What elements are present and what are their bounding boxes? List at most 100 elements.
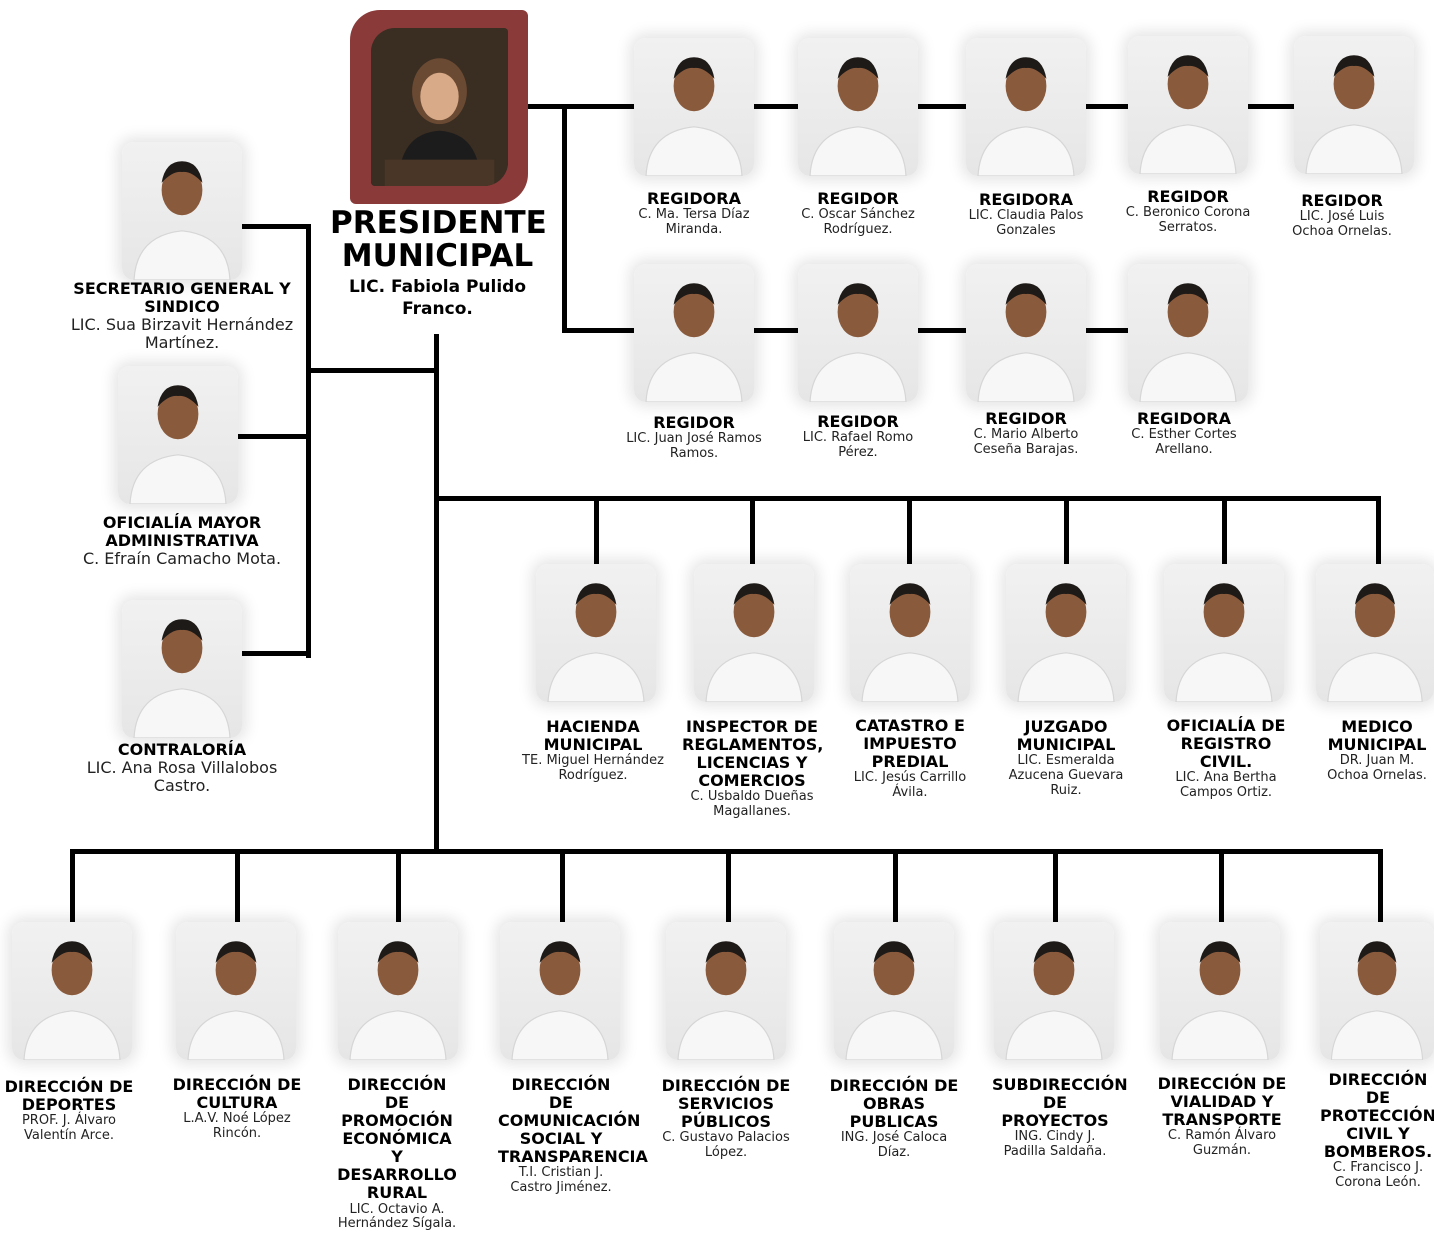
person-silhouette — [977, 57, 1075, 176]
connector-line — [70, 849, 75, 923]
person-name: ING. Cindy J. Padilla Saldaña. — [1003, 1129, 1107, 1159]
person-name: ING. José Caloca Díaz. — [840, 1130, 948, 1160]
position-caption: SUBDIRECCIÓN DE PROYECTOS ING. Cindy J. … — [992, 1075, 1128, 1160]
person-silhouette — [977, 283, 1075, 402]
person-name: LIC. Juan José Ramos Ramos. — [626, 431, 762, 461]
position-caption: REGIDOR LIC. Rafael Romo Pérez. — [788, 412, 928, 460]
person-photo — [634, 264, 754, 402]
position-title: DIRECCIÓN DE COMUNICACIÓN SOCIAL Y TRANS… — [498, 1075, 648, 1167]
person-photo — [122, 142, 242, 280]
person-name: C. Oscar Sánchez Rodríguez. — [801, 207, 915, 237]
position-title: REGIDOR — [985, 409, 1067, 428]
position-caption: INSPECTOR DE REGLAMENTOS, LICENCIAS Y CO… — [682, 717, 823, 820]
person-photo — [666, 922, 786, 1060]
person-silhouette — [1330, 941, 1424, 1060]
connector-line — [238, 434, 310, 439]
person-name: LIC. Esmeralda Azucena Guevara Ruiz. — [1008, 753, 1124, 798]
person-name: LIC. Ana Rosa Villalobos Castro. — [86, 758, 278, 796]
person-photo — [1164, 564, 1284, 702]
person-silhouette — [677, 941, 775, 1060]
connector-line — [594, 496, 599, 566]
position-caption: REGIDOR C. Oscar Sánchez Rodríguez. — [788, 189, 928, 237]
connector-line — [893, 849, 898, 923]
connector-line — [242, 224, 310, 229]
connector-line — [907, 496, 912, 566]
person-photo — [1316, 564, 1434, 702]
person-silhouette — [187, 941, 285, 1060]
president-name: LIC. Fabiola Pulido Franco. — [348, 276, 527, 320]
connector-line — [1378, 849, 1383, 923]
person-photo — [1128, 264, 1248, 402]
position-caption: OFICIALÍA MAYOR ADMINISTRATIVA C. Efraín… — [62, 513, 302, 569]
position-title: JUZGADO MUNICIPAL — [1016, 717, 1116, 755]
person-photo — [694, 564, 814, 702]
person-photo — [338, 922, 458, 1060]
person-photo — [1006, 564, 1126, 702]
person-silhouette — [349, 941, 447, 1060]
person-name: PROF. J. Álvaro Valentín Arce. — [21, 1113, 117, 1143]
person-name: DR. Juan M. Ochoa Ornelas. — [1327, 753, 1427, 783]
person-silhouette — [1175, 583, 1273, 702]
position-title: SECRETARIO GENERAL Y SINDICO — [73, 279, 291, 317]
position-title: REGIDORA — [1137, 409, 1231, 428]
person-name: C. Usbaldo Dueñas Magallanes. — [690, 789, 814, 819]
person-name: C. Francisco J. Corona León. — [1332, 1160, 1424, 1191]
person-photo — [118, 366, 238, 504]
position-title: REGIDORA — [979, 190, 1073, 209]
position-caption: DIRECCIÓN DE OBRAS PUBLICAS ING. José Ca… — [828, 1076, 960, 1161]
position-title: DIRECCIÓN DE CULTURA — [172, 1075, 302, 1113]
person-silhouette — [645, 57, 743, 176]
person-photo — [850, 564, 970, 702]
person-photo — [798, 264, 918, 402]
person-photo — [966, 264, 1086, 402]
person-name: LIC. Ana Bertha Campos Ortiz. — [1175, 770, 1277, 800]
position-title: DIRECCIÓN DE PROMOCIÓN ECONÓMICA Y DESAR… — [337, 1075, 457, 1203]
position-caption: REGIDOR C. Mario Alberto Ceseña Barajas. — [956, 409, 1096, 457]
person-silhouette — [1327, 583, 1423, 702]
person-name: LIC. Claudia Palos Gonzales — [968, 208, 1084, 238]
person-silhouette — [1305, 55, 1403, 174]
person-name: LIC. Sua Birzavit Hernández Martínez. — [70, 315, 294, 353]
position-title: REGIDORA — [647, 189, 741, 208]
person-name: C. Ma. Tersa Díaz Miranda. — [638, 207, 750, 237]
president-title: PRESIDENTE MUNICIPAL — [330, 205, 547, 275]
connector-line — [396, 849, 401, 923]
person-silhouette — [705, 583, 803, 702]
person-silhouette — [1139, 55, 1237, 174]
person-silhouette — [129, 385, 227, 504]
person-name: C. Ramón Álvaro Guzmán. — [1167, 1128, 1277, 1158]
connector-line — [560, 849, 565, 923]
position-title: OFICIALÍA DE REGISTRO CIVIL. — [1166, 716, 1286, 772]
person-photo — [1160, 922, 1280, 1060]
position-caption: DIRECCIÓN DE PROMOCIÓN ECONÓMICA Y DESAR… — [334, 1075, 460, 1232]
connector-line — [1376, 496, 1381, 566]
position-caption: DIRECCIÓN DE VIALIDAD Y TRANSPORTE C. Ra… — [1156, 1074, 1288, 1159]
person-photo — [966, 38, 1086, 176]
person-name: C. Beronico Corona Serratos. — [1125, 205, 1251, 235]
position-title: CONTRALORÍA — [117, 740, 247, 759]
person-name: C. Efraín Camacho Mota. — [82, 549, 282, 569]
person-silhouette — [845, 941, 943, 1060]
person-silhouette — [133, 161, 231, 280]
person-silhouette — [809, 57, 907, 176]
position-title: REGIDOR — [817, 412, 899, 431]
position-caption: HACIENDA MUNICIPAL TE. Miguel Hernández … — [518, 717, 668, 784]
connector-line — [242, 651, 310, 656]
position-caption: MEDICO MUNICIPAL DR. Juan M. Ochoa Ornel… — [1322, 717, 1432, 784]
position-title: REGIDOR — [653, 413, 735, 432]
position-caption: REGIDOR LIC. Juan José Ramos Ramos. — [624, 413, 764, 461]
person-silhouette — [1005, 941, 1103, 1060]
position-caption: REGIDOR C. Beronico Corona Serratos. — [1118, 187, 1258, 235]
position-caption: CONTRALORÍA LIC. Ana Rosa Villalobos Cas… — [62, 740, 302, 796]
connector-line — [1219, 849, 1224, 923]
position-title: SUBDIRECCIÓN DE PROYECTOS — [992, 1075, 1128, 1131]
position-title: HACIENDA MUNICIPAL — [543, 717, 643, 755]
person-photo — [12, 922, 132, 1060]
person-photo — [1128, 36, 1248, 174]
person-photo — [176, 922, 296, 1060]
connector-line — [1064, 496, 1069, 566]
position-caption: DIRECCIÓN DE CULTURA L.A.V. Noé López Ri… — [170, 1075, 304, 1142]
person-photo — [994, 922, 1114, 1060]
person-name: T.I. Cristian J. Castro Jiménez. — [510, 1165, 612, 1196]
connector-line — [1222, 496, 1227, 566]
